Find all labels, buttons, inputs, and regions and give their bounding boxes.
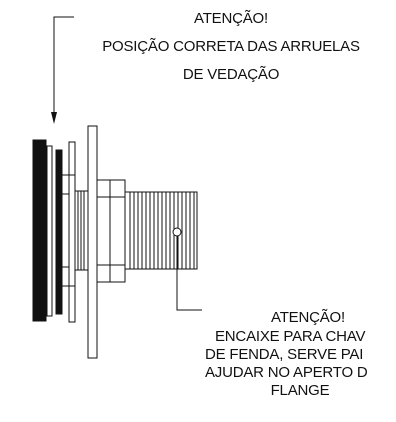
washer-2 <box>55 149 63 315</box>
flange-plate <box>87 125 98 359</box>
bottom-note-title: ATENÇÃO! <box>271 309 345 326</box>
top-note-line-3: DE VEDAÇÃO <box>182 66 280 83</box>
bottom-note-line-5: FLANGE <box>270 382 330 399</box>
threaded-spout <box>124 191 198 270</box>
body-thread-left <box>62 174 88 287</box>
bottom-leader-line <box>176 236 202 311</box>
hex-nut <box>96 179 126 283</box>
bottom-note-line-2: ENCAIXE PARA CHAV <box>215 328 366 345</box>
washer-3 <box>68 141 76 323</box>
bottom-note-line-4: AJUDAR NO APERTO D <box>205 364 368 381</box>
bottom-note-line-3: DE FENDA, SERVE PAI <box>205 346 364 363</box>
top-note-line-2: POSIÇÃO CORRETA DAS ARRUELAS <box>102 38 360 55</box>
washer-1 <box>46 145 53 317</box>
black-gasket <box>32 139 47 322</box>
top-note-title: ATENÇÃO! <box>194 10 268 27</box>
top-leader-arrowhead <box>51 112 57 124</box>
screwdriver-slot <box>172 227 182 237</box>
top-leader-line <box>53 16 74 120</box>
